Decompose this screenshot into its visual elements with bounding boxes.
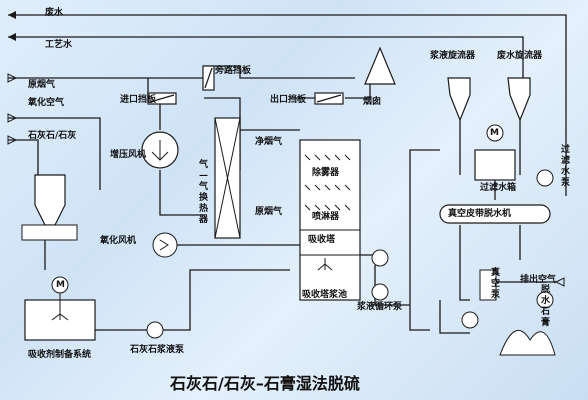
slurry-cyclone-shape [447, 77, 471, 122]
filter-motor [486, 124, 504, 142]
filter-pump-circle [536, 169, 554, 187]
label-filter-tank: 过滤水箱 [480, 183, 517, 193]
label-waste-cyclone: 废水旋流器 [497, 51, 543, 61]
process-water-line [8, 36, 524, 78]
label-absorber: 吸收塔 [308, 235, 336, 245]
label-outlet-damper: 出口挡板 [270, 95, 307, 105]
label-raw-flue-gas: 原烟气 [28, 80, 56, 90]
limestone-pump-circle [146, 321, 164, 339]
limestone-line [8, 117, 101, 190]
label-absorber-tank: 吸收塔浆池 [302, 290, 348, 300]
label-limestone: 石灰石/石灰 [28, 131, 77, 141]
weigh-feeder [21, 224, 78, 241]
exhaust-pump [536, 291, 554, 309]
label-inlet-damper: 进口挡板 [120, 95, 157, 105]
label-circ-pump: 浆液循环泵 [357, 302, 403, 312]
vacuum-pump-circle [461, 311, 479, 329]
label-process-water: 工艺水 [45, 40, 73, 50]
outlet-line [240, 84, 371, 131]
cyclone-drops [459, 120, 521, 175]
raw-flue-gas-line [8, 65, 355, 79]
limestone-pump-line [95, 269, 290, 331]
label-limestone-pump: 石灰石浆液泵 [130, 345, 185, 355]
label-absorbent: 吸收剂制备系统 [28, 350, 92, 360]
label-clean-flue-gas: 净烟气 [255, 137, 283, 147]
chimney-shape [364, 46, 396, 85]
label-oxidizing-air: 氧化空气 [28, 98, 65, 108]
motor-label-2: M [56, 280, 65, 290]
label-waste-water: 废水 [45, 8, 64, 18]
waste-water-line [8, 14, 567, 196]
diagram-title: 石灰石/石灰–石膏湿法脱硫 [170, 374, 360, 393]
slurry-up-line [409, 149, 440, 260]
gypsum-pile [499, 329, 556, 356]
label-oxidation-fan: 氧化风机 [100, 236, 137, 246]
label-demister: 除雾器 [312, 168, 340, 178]
label-exhaust-air: 排出空气 [520, 275, 557, 285]
circulation-pump-2 [371, 283, 389, 301]
label-raw-flue-gas-2: 原烟气 [255, 207, 283, 217]
label-bypass-damper: 旁路挡板 [215, 66, 252, 76]
label-ggh: 气—气换热器 [198, 160, 208, 225]
vacuum-pump-box [479, 269, 497, 301]
waste-cyclone-shape [507, 77, 531, 122]
label-slurry-cyclone: 浆液旋流器 [430, 51, 476, 61]
label-spray: 喷淋器 [312, 212, 340, 222]
label-chimney: 烟囱 [363, 97, 382, 107]
limestone-hopper [34, 174, 66, 226]
oxidation-fan-circle [152, 232, 178, 258]
label-vacuum-pump: 真空泵 [490, 268, 500, 300]
filter-tank-box [474, 149, 516, 181]
label-booster-fan: 增压风机 [110, 150, 147, 160]
label-filter-pump: 过滤水泵 [560, 145, 570, 188]
circulation-pump-1 [371, 249, 389, 267]
label-gypsum: 脱水石膏 [540, 285, 550, 328]
absorber-box [299, 139, 361, 301]
label-vacuum-belt: 真空皮带脱水机 [448, 209, 512, 219]
motor-label-1: M [490, 128, 499, 138]
vacuum-belt-box [439, 204, 551, 224]
recycle-line [439, 300, 470, 334]
